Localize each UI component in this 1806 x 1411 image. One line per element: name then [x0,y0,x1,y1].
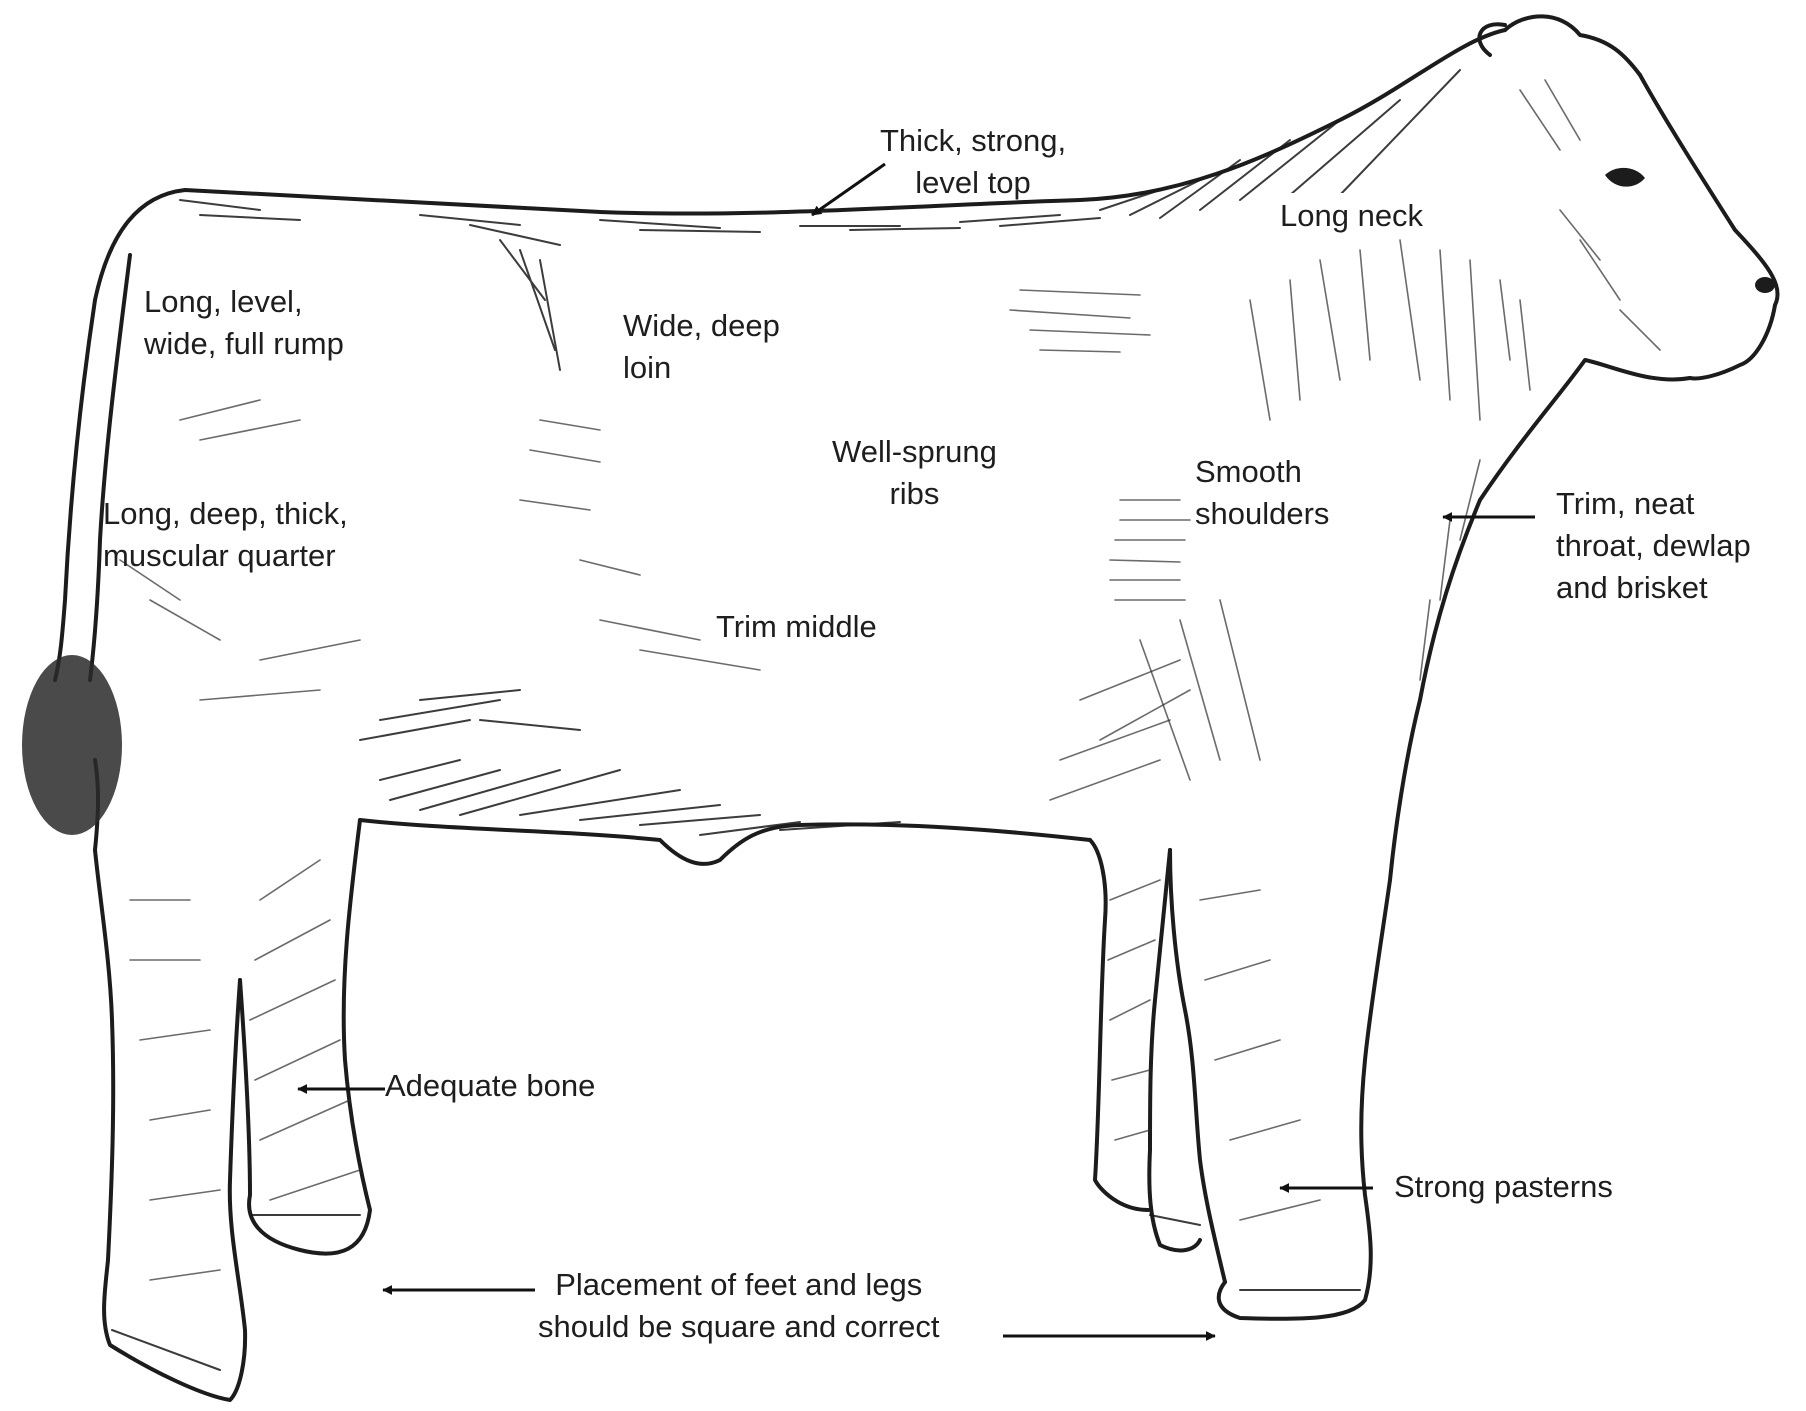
label-level-top: Thick, strong, level top [880,120,1066,204]
label-adequate-bone: Adequate bone [385,1065,595,1107]
label-quarter: Long, deep, thick, muscular quarter [103,493,348,577]
label-trim-middle: Trim middle [716,606,877,648]
label-strong-pasterns: Strong pasterns [1394,1166,1613,1208]
label-long-neck: Long neck [1272,193,1431,239]
label-ribs: Well-sprung ribs [832,431,997,515]
label-feet-legs: Placement of feet and legs should be squ… [538,1264,940,1348]
label-shoulders: Smooth shoulders [1195,451,1329,535]
callout-arrows [298,164,1535,1336]
label-loin: Wide, deep loin [623,305,780,389]
label-throat: Trim, neat throat, dewlap and brisket [1556,483,1751,609]
label-rump: Long, level, wide, full rump [144,281,344,365]
tail-switch [22,655,122,835]
